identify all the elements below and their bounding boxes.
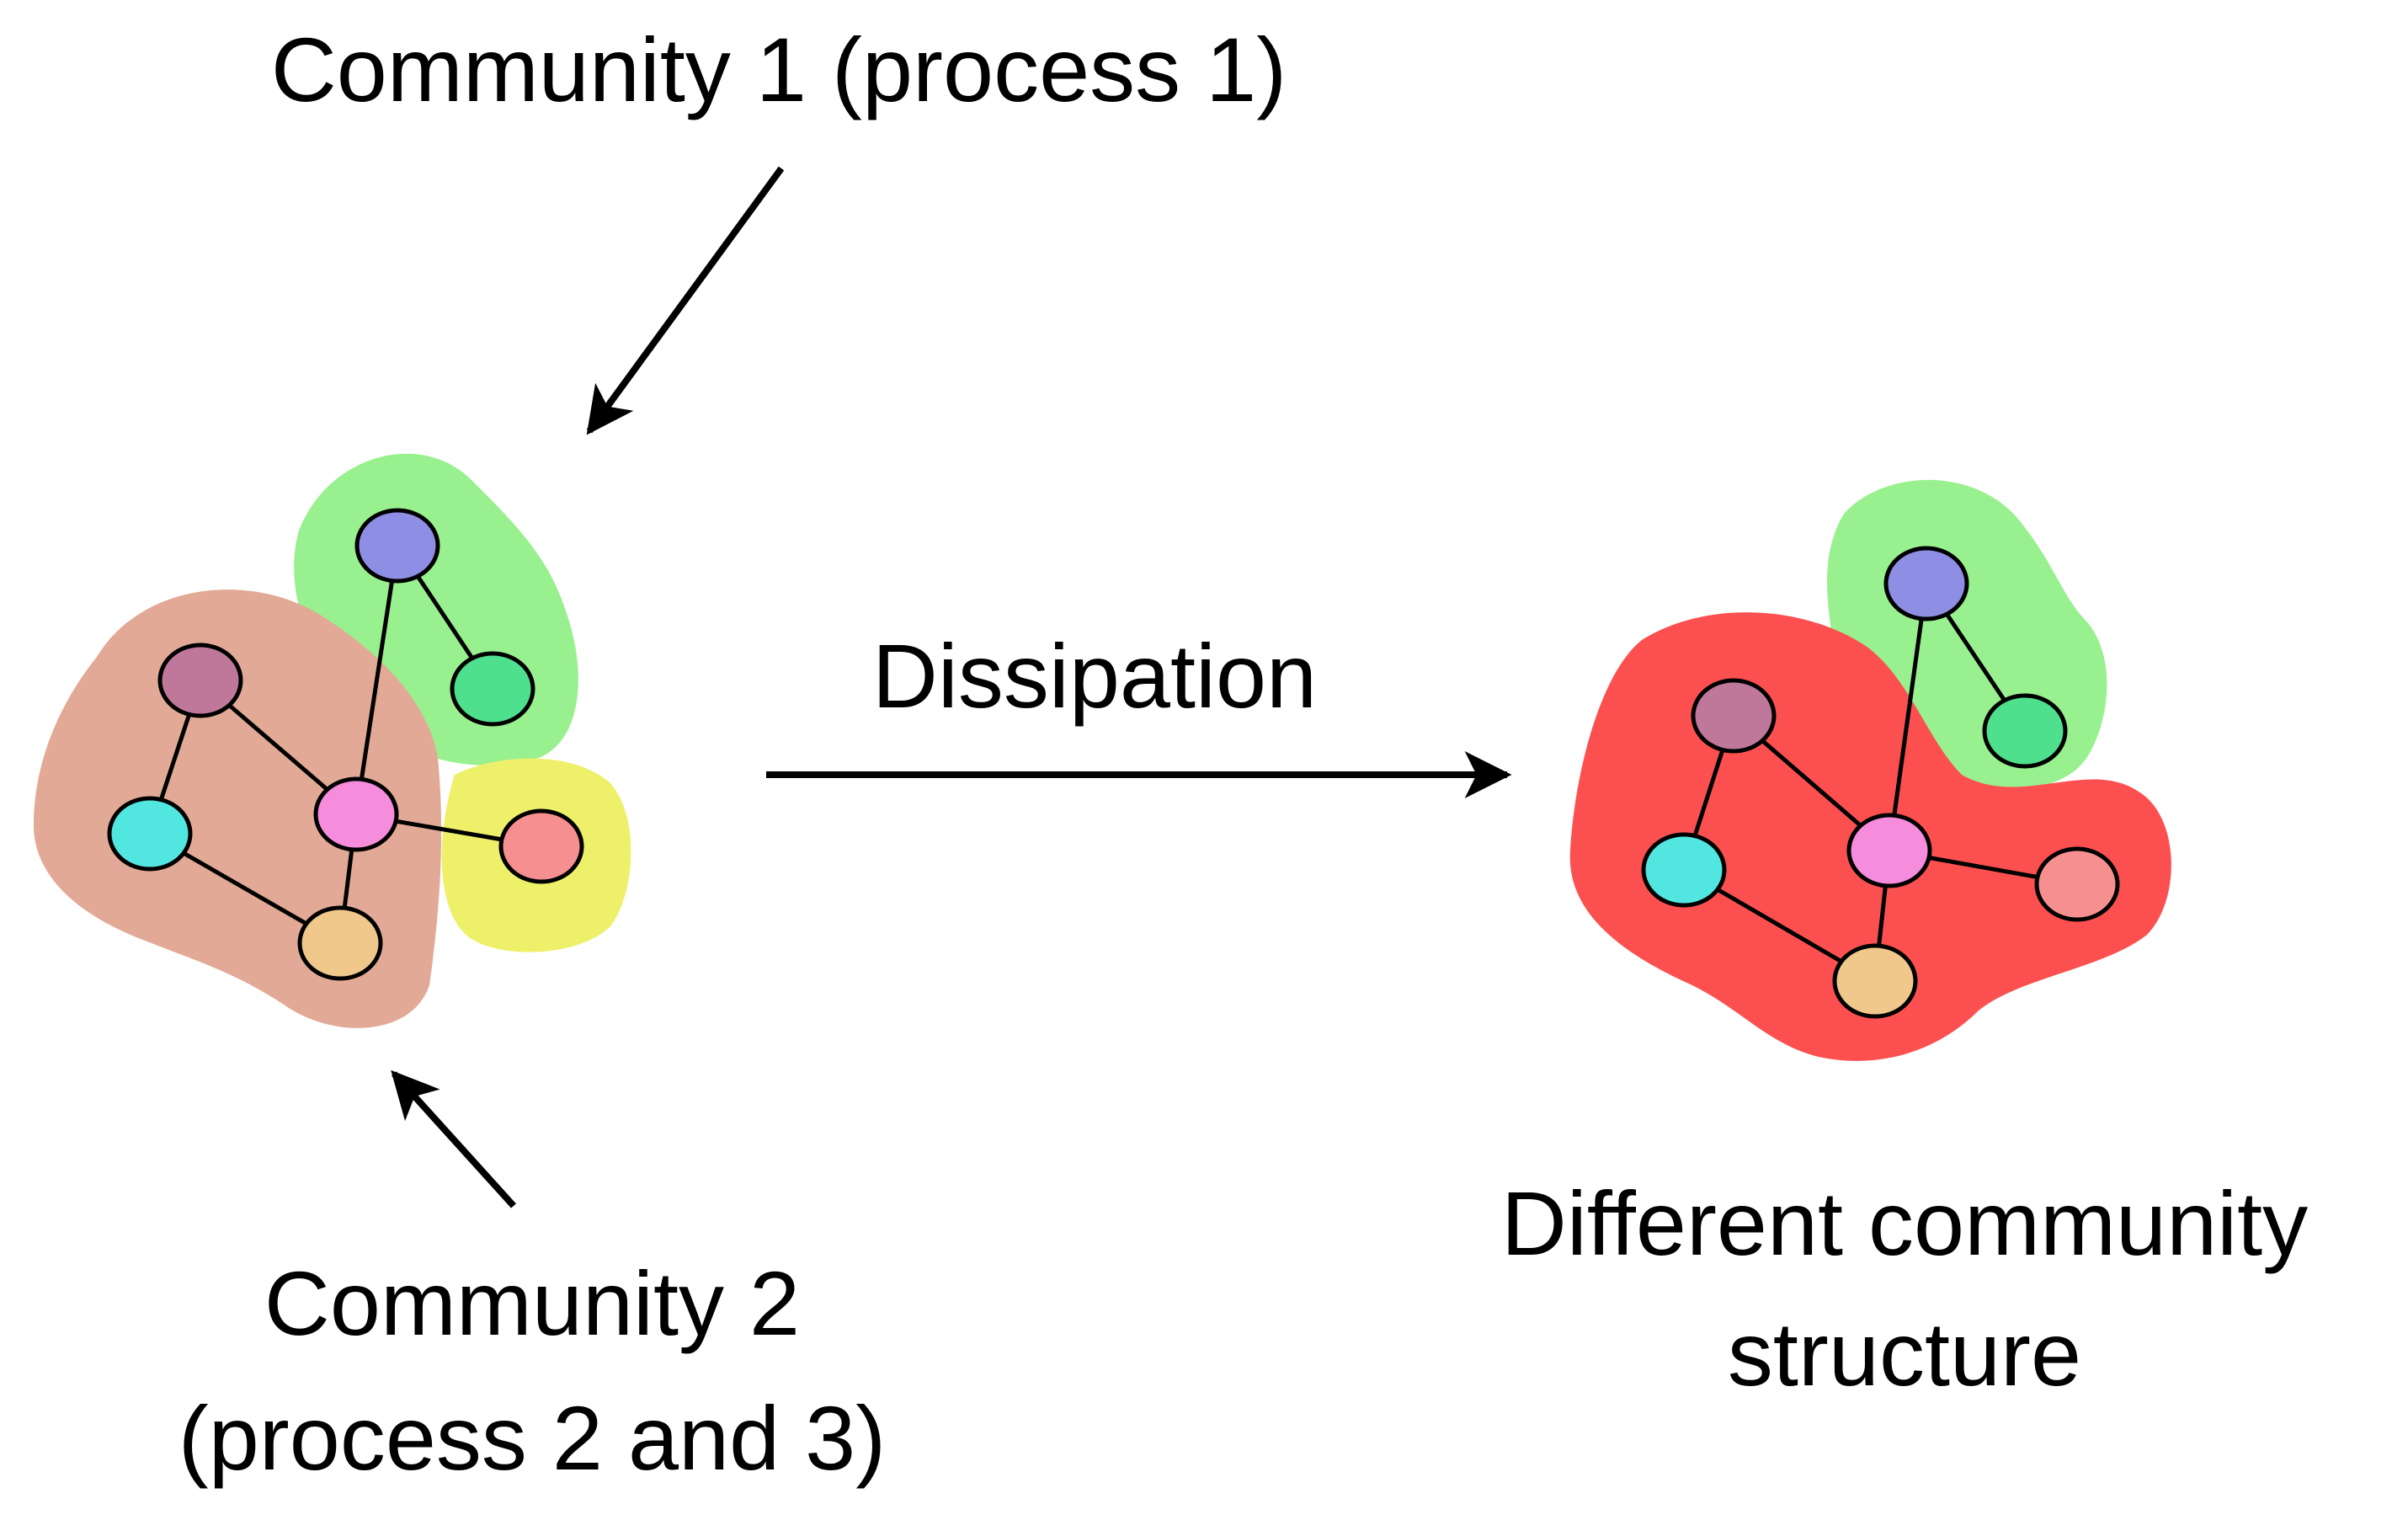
node-green: [450, 651, 535, 727]
node-purple: [1883, 546, 1969, 621]
node-salmon: [2034, 846, 2120, 922]
arrow-community-1: [586, 166, 785, 435]
left-nodes: [107, 508, 584, 981]
node-salmon: [498, 808, 584, 884]
node-green: [1982, 693, 2068, 769]
label-community-2-line1: Community 2: [264, 1252, 800, 1354]
left-network: [34, 453, 631, 1028]
node-mauve: [157, 643, 243, 718]
right-network: [1569, 479, 2171, 1061]
node-cyan: [107, 796, 193, 872]
edge: [1887, 583, 1929, 851]
edge: [354, 545, 400, 815]
label-community-1: Community 1 (process 1): [271, 19, 1287, 120]
node-tan: [1832, 943, 1918, 1019]
label-different-line2: structure: [1728, 1303, 2081, 1405]
label-dissipation: Dissipation: [872, 625, 1317, 727]
label-different-line1: Different community: [1501, 1172, 2308, 1274]
node-mauve: [1691, 678, 1777, 754]
arrow-community-2: [391, 1069, 516, 1208]
right-nodes: [1641, 546, 2120, 1019]
label-community-2-line2: (process 2 and 3): [178, 1387, 886, 1489]
node-purple: [354, 508, 440, 584]
node-cyan: [1641, 832, 1727, 908]
node-pink: [313, 776, 399, 852]
node-pink: [1846, 813, 1932, 888]
node-tan: [297, 905, 383, 981]
